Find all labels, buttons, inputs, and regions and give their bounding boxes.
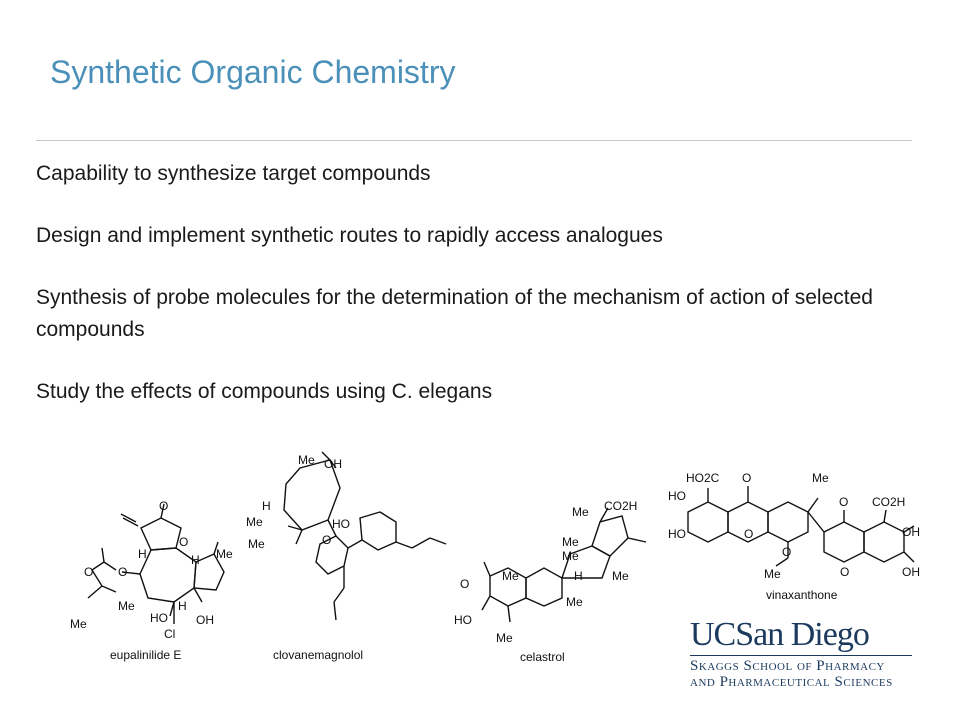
atom-label: Me: [248, 537, 265, 551]
bullet-item: Study the effects of compounds using C. …: [36, 380, 493, 403]
atom-label: OH: [902, 525, 920, 539]
atom-label: O: [782, 545, 791, 559]
celastrol-structure: CO2H Me Me Me Me H Me Me O HO Me: [450, 498, 650, 648]
atom-label: Me: [764, 567, 781, 581]
atom-label: H: [138, 547, 147, 561]
atom-label: OH: [902, 565, 920, 579]
atom-label: OH: [196, 613, 214, 627]
atom-label: HO: [332, 517, 350, 531]
clovanemagnolol-structure: Me OH H Me Me HO O: [240, 448, 460, 648]
bullet-item: Capability to synthesize target compound…: [36, 162, 431, 185]
atom-label: HO: [454, 613, 472, 627]
atom-label: O: [460, 577, 469, 591]
logo-line-2: and Pharmaceutical Sciences: [690, 674, 893, 690]
atom-label: Me: [118, 599, 135, 613]
atom-label: Me: [812, 471, 829, 485]
atom-label: O: [839, 495, 848, 509]
logo-line-1: Skaggs School of Pharmacy: [690, 658, 885, 674]
title-divider: [36, 140, 912, 141]
logo-divider: [690, 655, 912, 656]
bullet-item: Design and implement synthetic routes to…: [36, 224, 663, 247]
atom-label: Me: [298, 453, 315, 467]
atom-label: HO2C: [686, 471, 720, 485]
atom-label: Me: [216, 547, 233, 561]
bullet-list: Capability to synthesize target compound…: [36, 158, 916, 438]
atom-label: HO: [150, 611, 168, 625]
molecule-caption: celastrol: [520, 650, 565, 664]
atom-label: H: [262, 499, 271, 513]
atom-label: O: [744, 527, 753, 541]
eupalinilide-structure: O O H H Me O O Me Me HO OH H Cl: [66, 498, 246, 648]
atom-label: Me: [572, 505, 589, 519]
atom-label: O: [118, 565, 127, 579]
atom-label: CO2H: [872, 495, 905, 509]
vinaxanthone-structure: HO2C O Me HO HO O O Me O CO2H OH O OH: [664, 462, 934, 592]
atom-label: Me: [566, 595, 583, 609]
atom-label: Me: [496, 631, 513, 645]
atom-label: HO: [668, 489, 686, 503]
atom-label: Me: [562, 549, 579, 563]
atom-label: HO: [668, 527, 686, 541]
atom-label: Me: [562, 535, 579, 549]
atom-label: H: [191, 553, 200, 567]
atom-label: O: [179, 535, 188, 549]
atom-label: OH: [324, 457, 342, 471]
atom-label: O: [742, 471, 751, 485]
bullet-item: Synthesis of probe molecules for the det…: [36, 286, 873, 341]
molecule-caption: vinaxanthone: [766, 588, 838, 602]
atom-label: Cl: [164, 627, 175, 641]
atom-label: O: [84, 565, 93, 579]
molecule-caption: clovanemagnolol: [273, 648, 364, 662]
ucsd-logo: UCSan Diego Skaggs School of Pharmacy an…: [690, 616, 920, 690]
atom-label: Me: [502, 569, 519, 583]
atom-label: H: [574, 569, 583, 583]
molecule-caption: eupalinilide E: [110, 648, 182, 662]
atom-label: H: [178, 599, 187, 613]
logo-wordmark: UCSan Diego: [690, 616, 870, 653]
atom-label: O: [159, 499, 168, 513]
atom-label: O: [840, 565, 849, 579]
atom-label: Me: [612, 569, 629, 583]
atom-label: Me: [70, 617, 87, 631]
atom-label: CO2H: [604, 499, 637, 513]
atom-label: Me: [246, 515, 263, 529]
slide-title: Synthetic Organic Chemistry: [50, 54, 456, 90]
atom-label: O: [322, 533, 331, 547]
